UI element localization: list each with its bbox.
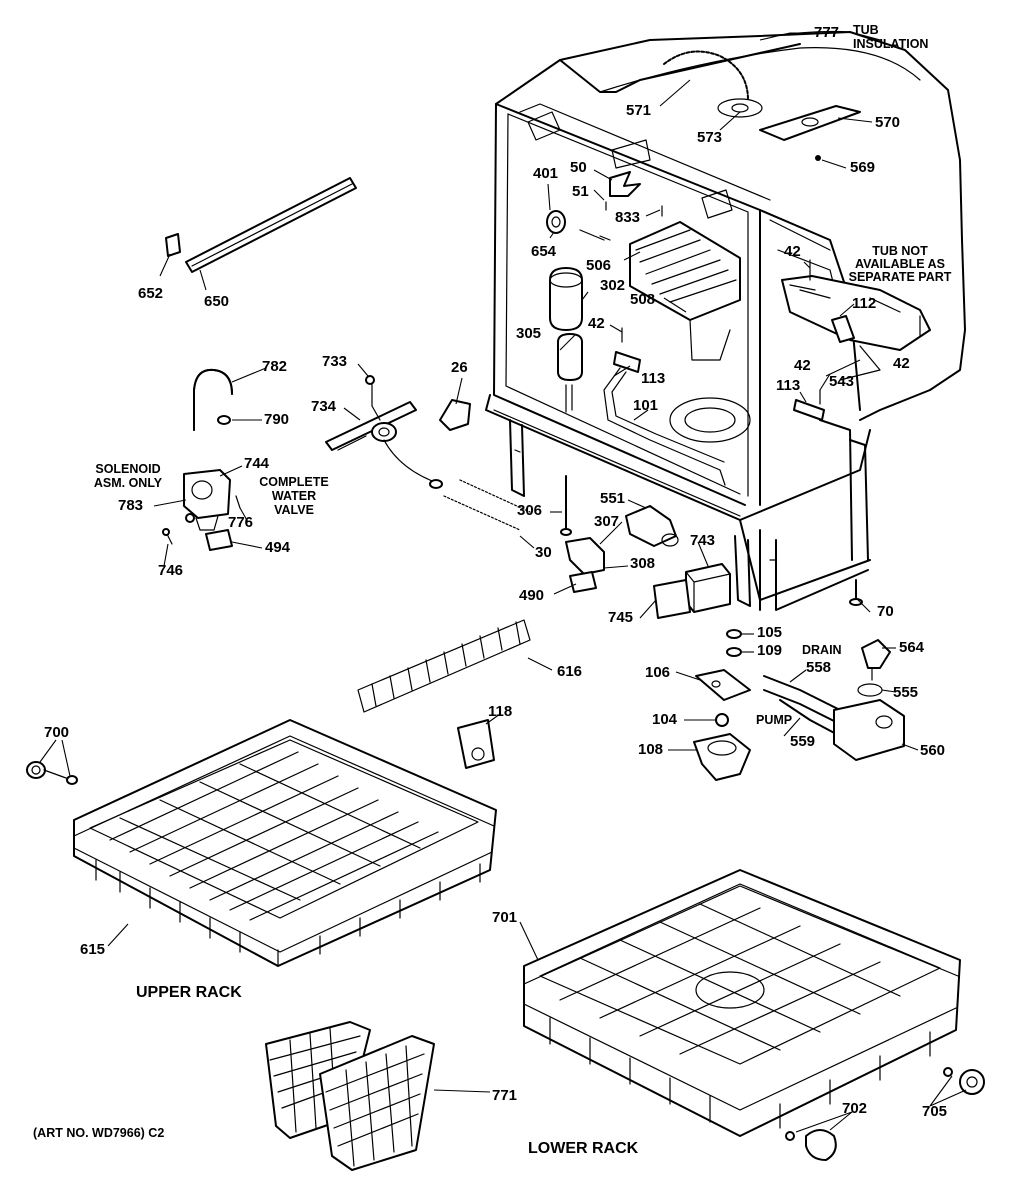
part-label-615: 615: [80, 941, 106, 958]
part-label-30: 30: [535, 544, 552, 561]
left-parts: [162, 177, 531, 551]
part-label-782: 782: [262, 358, 288, 375]
part-label-506: 506: [586, 257, 612, 274]
part-label-702: 702: [842, 1100, 868, 1117]
drain-note: DRAIN: [802, 643, 842, 657]
part-label-494: 494: [265, 539, 291, 556]
part-label-70: 70: [877, 603, 894, 620]
part-label-783: 783: [118, 497, 144, 514]
part-label-558: 558: [806, 659, 832, 676]
part-label-652: 652: [138, 285, 164, 302]
tub-insulation-note-line1: TUB: [853, 23, 879, 37]
silverware-baskets: [265, 1021, 435, 1171]
part-label-571: 571: [626, 102, 652, 119]
part-label-508: 508: [630, 291, 656, 308]
complete-valve-note-line1: COMPLETE: [259, 475, 329, 489]
art-number: (ART NO. WD7966) C2: [33, 1126, 165, 1140]
lower-rack-title: LOWER RACK: [528, 1140, 639, 1157]
part-label-490: 490: [519, 587, 545, 604]
part-label-616: 616: [557, 663, 583, 680]
part-label-42-c: 42: [893, 355, 910, 372]
part-label-108: 108: [638, 741, 664, 758]
part-label-570: 570: [875, 114, 901, 131]
part-label-777: 777: [814, 24, 840, 41]
part-label-551: 551: [600, 490, 626, 507]
complete-valve-note-line3: VALVE: [274, 503, 314, 517]
part-label-101: 101: [633, 397, 659, 414]
part-label-306: 306: [517, 502, 543, 519]
complete-valve-note-line2: WATER: [271, 489, 317, 503]
part-label-654: 654: [531, 243, 557, 260]
tub-not-available-note-line2: AVAILABLE AS: [854, 257, 946, 271]
part-label-302: 302: [600, 277, 626, 294]
part-label-564: 564: [899, 639, 925, 656]
part-label-559: 559: [790, 733, 816, 750]
part-label-401: 401: [533, 165, 559, 182]
part-label-106: 106: [645, 664, 671, 681]
part-label-307: 307: [594, 513, 620, 530]
part-label-734: 734: [311, 398, 337, 415]
part-label-790: 790: [264, 411, 290, 428]
part-label-42-b: 42: [784, 243, 801, 260]
part-label-733: 733: [322, 353, 348, 370]
part-label-771: 771: [492, 1087, 518, 1104]
part-label-308: 308: [630, 555, 656, 572]
part-label-42-a: 42: [588, 315, 605, 332]
part-label-701: 701: [492, 909, 518, 926]
part-label-105: 105: [757, 624, 783, 641]
solenoid-note-line2: ASM. ONLY: [93, 476, 163, 490]
part-label-109: 109: [757, 642, 783, 659]
part-label-743: 743: [690, 532, 716, 549]
lower-rack: [523, 869, 985, 1161]
part-label-705: 705: [922, 1103, 948, 1120]
part-label-113-a: 113: [641, 370, 666, 387]
part-label-833: 833: [615, 209, 641, 226]
tub-not-available-note-line3: SEPARATE PART: [848, 270, 952, 284]
part-label-776: 776: [228, 514, 254, 531]
solenoid-note-line1: SOLENOID: [95, 462, 161, 476]
part-label-745: 745: [608, 609, 634, 626]
part-label-560: 560: [920, 742, 946, 759]
upper-rack-title: UPPER RACK: [136, 984, 242, 1001]
tub-insulation-note-line2: INSULATION: [853, 37, 929, 51]
part-label-573: 573: [697, 129, 723, 146]
part-label-26: 26: [451, 359, 468, 376]
part-label-650: 650: [204, 293, 230, 310]
part-label-744: 744: [244, 455, 270, 472]
tub-not-available-note-line1: TUB NOT: [872, 244, 928, 258]
part-label-42-d: 42: [794, 357, 811, 374]
part-label-113-b: 113: [776, 377, 801, 394]
part-label-118: 118: [488, 703, 513, 720]
part-label-51: 51: [572, 183, 589, 200]
part-label-569: 569: [850, 159, 876, 176]
part-label-555: 555: [893, 684, 919, 701]
part-label-746: 746: [158, 562, 184, 579]
part-label-112: 112: [852, 295, 877, 312]
part-label-700: 700: [44, 724, 70, 741]
part-label-543: 543: [829, 373, 855, 390]
part-label-104: 104: [652, 711, 678, 728]
leader-lines: [39, 32, 967, 1133]
part-label-50: 50: [570, 159, 587, 176]
upper-rack: [26, 719, 497, 967]
center-parts: [357, 505, 905, 781]
pump-note: PUMP: [756, 713, 793, 727]
part-label-305: 305: [516, 325, 542, 342]
